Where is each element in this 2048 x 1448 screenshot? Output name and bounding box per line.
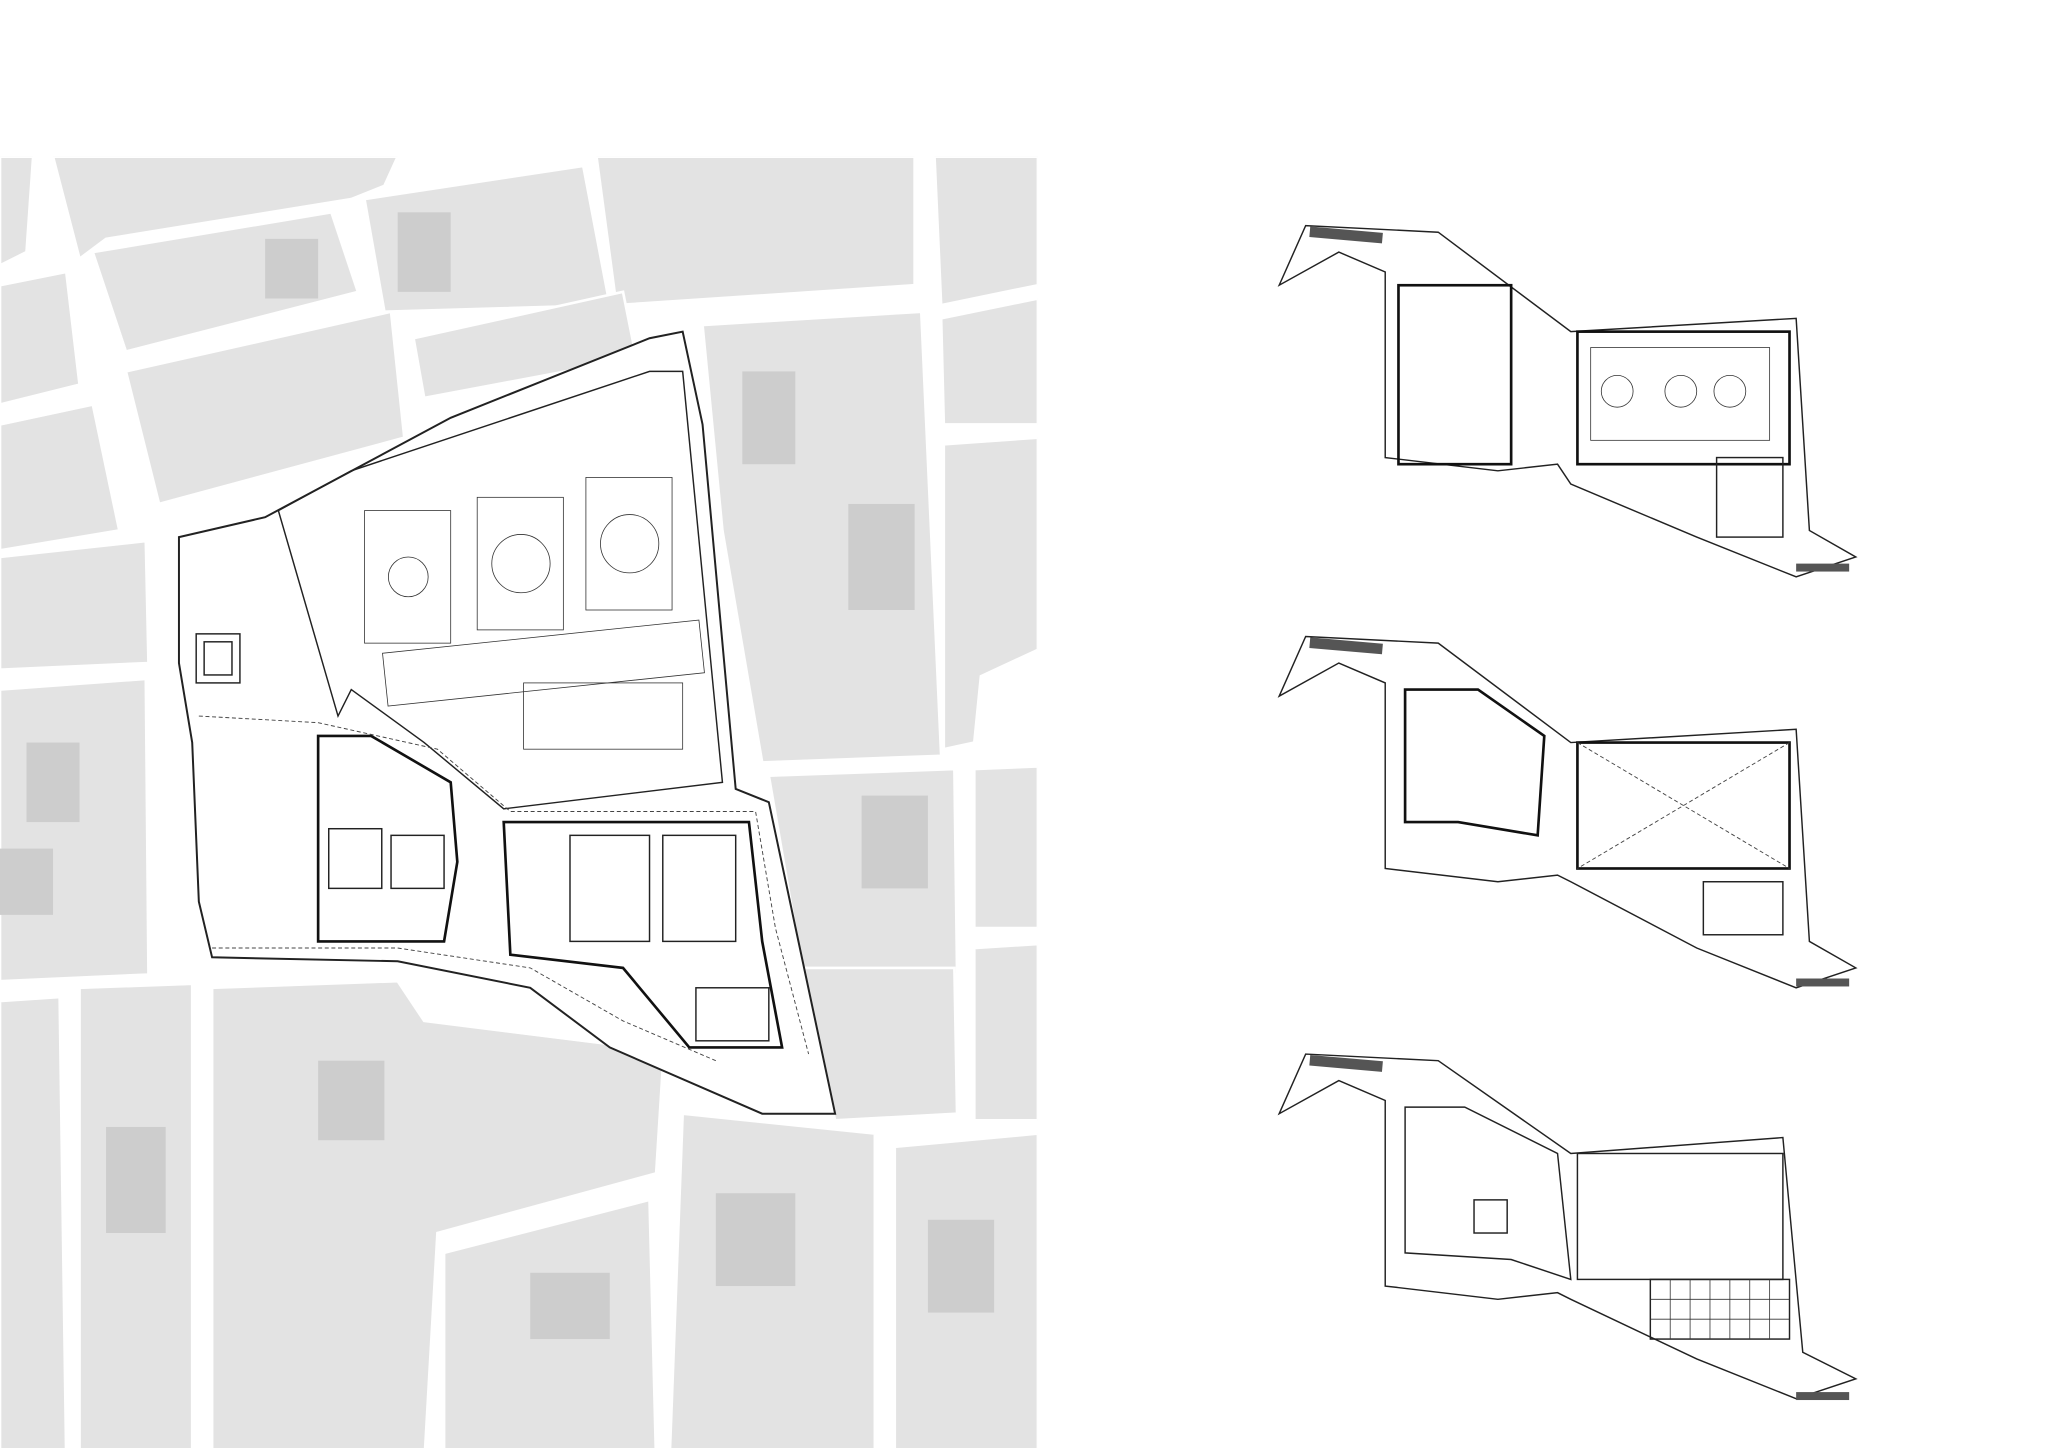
city-blocks — [0, 156, 1038, 1448]
school-site — [177, 330, 837, 1115]
site-plan — [0, 156, 1038, 1448]
middle-floor-plan — [1277, 635, 1858, 989]
roof-plan — [1277, 1053, 1858, 1401]
lower-buildings — [198, 715, 810, 1062]
solar-panel-grid — [1649, 1278, 1791, 1340]
upper-floor-plan — [1277, 224, 1858, 578]
